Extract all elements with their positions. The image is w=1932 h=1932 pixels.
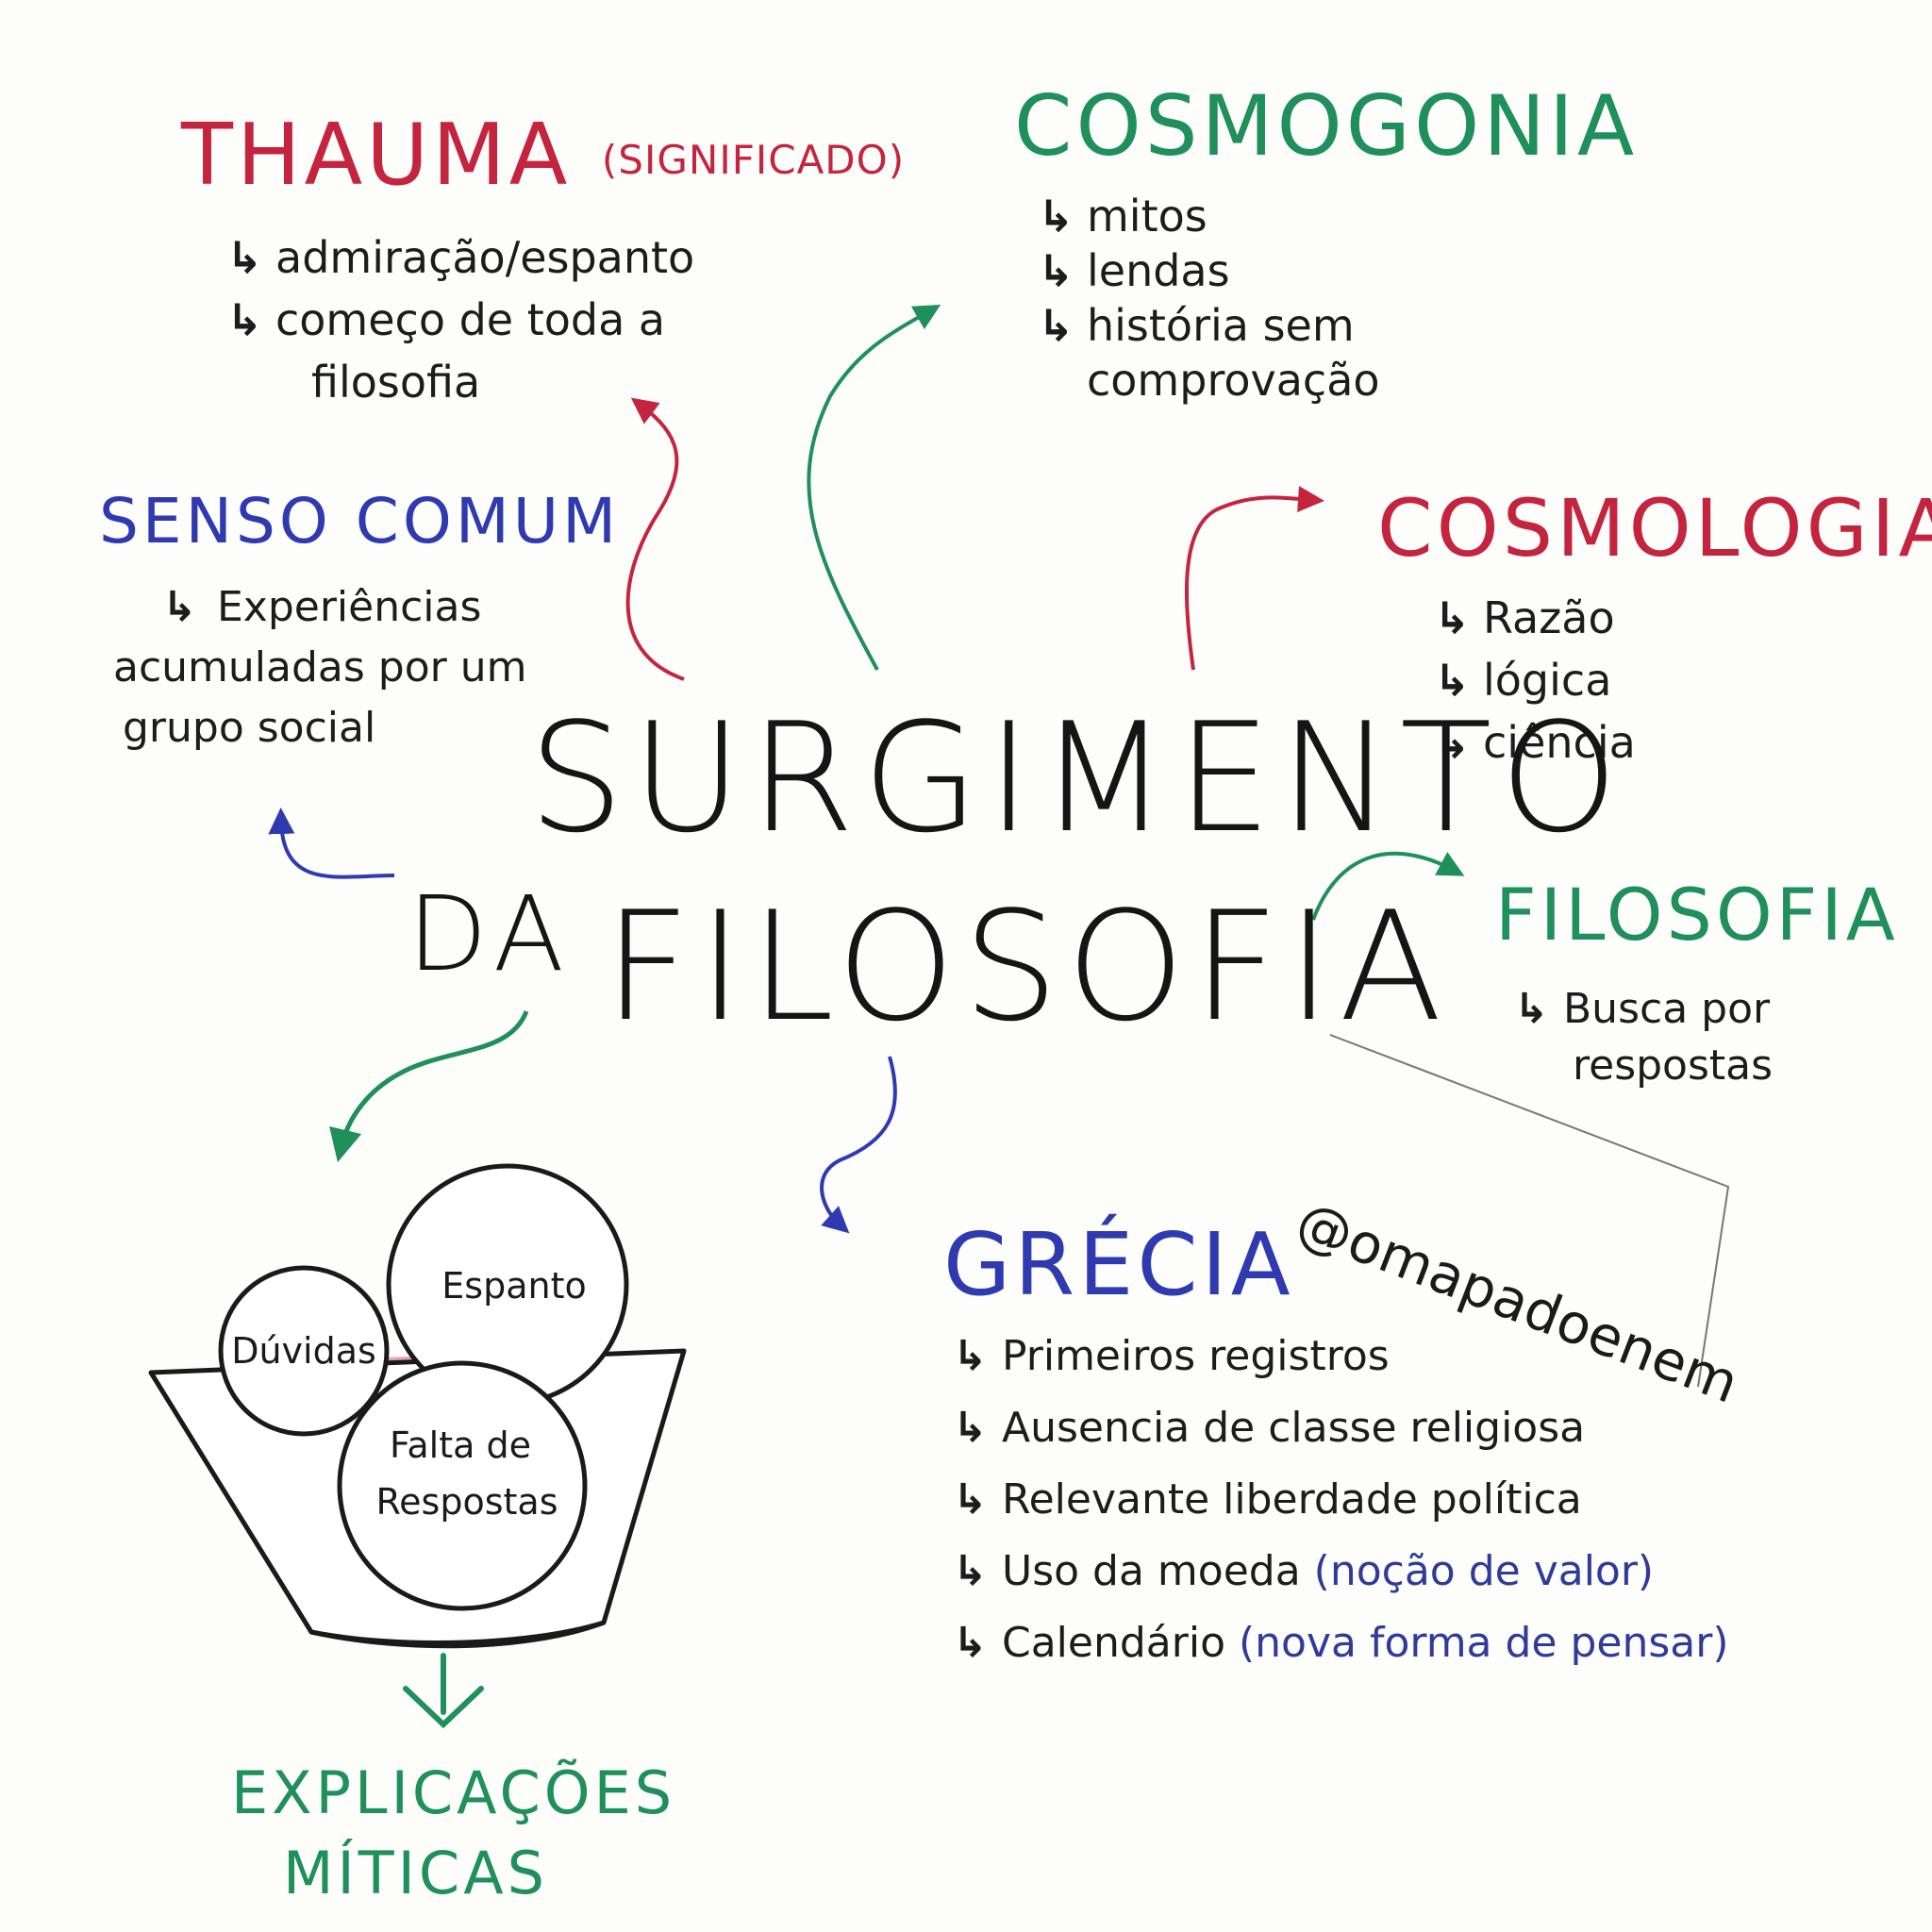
arrow-bullet-icon: ↳ bbox=[953, 1332, 988, 1380]
handle-underline bbox=[1329, 1034, 1730, 1388]
grecia-item-text: Calendário bbox=[1002, 1619, 1225, 1667]
senso-item: ↳ Experiências bbox=[113, 577, 526, 638]
arrow-bullet-icon: ↳ bbox=[1038, 300, 1074, 351]
senso-item-text: Experiências bbox=[217, 583, 482, 631]
grecia-item: ↳ Ausencia de classe religiosa bbox=[953, 1392, 1729, 1464]
arrow-to-grecia bbox=[820, 1056, 897, 1234]
cosmogonia-item-text: comprovação bbox=[1087, 355, 1380, 406]
thauma-item-text: começo de toda a bbox=[275, 294, 666, 345]
grecia-item-text: Ausencia de classe religiosa bbox=[1002, 1404, 1586, 1452]
circle-label-falta: Falta de bbox=[390, 1424, 531, 1466]
thauma-item: filosofia bbox=[226, 351, 694, 413]
thauma-item: ↳admiração/espanto bbox=[226, 226, 694, 289]
circle-label-espanto: Espanto bbox=[441, 1265, 586, 1307]
grecia-item-text: Primeiros registros bbox=[1002, 1332, 1390, 1380]
center-title-line1: SURGIMENTO bbox=[528, 690, 1626, 866]
explicacoes-line2: MÍTICAS bbox=[283, 1839, 548, 1907]
cosmologia-title: COSMOLOGIA bbox=[1377, 482, 1932, 575]
cosmologia-item-text: lógica bbox=[1483, 655, 1612, 706]
circle-label-respostas: Respostas bbox=[375, 1481, 558, 1523]
arrow-bullet-icon: ↳ bbox=[953, 1404, 988, 1452]
senso-comum-list: ↳ Experiências acumuladas por um grupo so… bbox=[113, 577, 526, 758]
cosmologia-item: ↳Razão bbox=[1434, 587, 1636, 649]
thauma-item-text: admiração/espanto bbox=[275, 232, 695, 283]
arrow-bullet-icon: ↳ bbox=[953, 1619, 988, 1667]
senso-item: grupo social bbox=[113, 698, 526, 758]
arrow-to-cosmologia bbox=[1185, 486, 1324, 671]
thauma-note: (SIGNIFICADO) bbox=[601, 137, 906, 184]
arrow-to-cosmogonia bbox=[807, 305, 941, 671]
filosofia-title: FILOSOFIA bbox=[1495, 873, 1899, 957]
grecia-item: ↳ Calendário (nova forma de pensar) bbox=[953, 1607, 1729, 1679]
cosmogonia-item-text: história sem bbox=[1087, 300, 1355, 351]
arrow-bullet-icon: ↳ bbox=[1514, 985, 1549, 1033]
filosofia-list: ↳ Busca por respostas bbox=[1514, 981, 1773, 1094]
arrow-to-thauma bbox=[625, 397, 685, 681]
center-title-line2: DA bbox=[408, 874, 573, 994]
thauma-title: THAUMA (SIGNIFICADO) bbox=[181, 113, 905, 198]
filosofia-item: ↳ Busca por bbox=[1514, 981, 1773, 1038]
senso-item-text: grupo social bbox=[123, 704, 376, 752]
arrow-bullet-icon: ↳ bbox=[1434, 655, 1471, 706]
cosmogonia-item: ↳ mitos bbox=[1038, 189, 1380, 243]
center-title-line3: FILOSOFIA bbox=[604, 878, 1450, 1055]
cosmologia-list: ↳Razão ↳lógica ↳ciência bbox=[1434, 587, 1636, 774]
arrow-bullet-icon: ↳ bbox=[953, 1547, 988, 1595]
cosmogonia-item: ↳ história sem bbox=[1038, 298, 1380, 353]
cosmogonia-item: ↳ lendas bbox=[1038, 243, 1380, 298]
arrow-bullet-icon: ↳ bbox=[1434, 592, 1471, 643]
grecia-list: ↳ Primeiros registros ↳ Ausencia de classe… bbox=[953, 1321, 1729, 1679]
arrow-to-bowl bbox=[329, 1010, 529, 1163]
cosmogonia-title: COSMOGONIA bbox=[1014, 77, 1639, 175]
filosofia-item-text: respostas bbox=[1573, 1041, 1774, 1090]
cosmologia-item-text: Razão bbox=[1483, 592, 1615, 643]
arrow-bullet-icon: ↳ bbox=[162, 583, 197, 631]
grecia-item: ↳ Relevante liberdade política bbox=[953, 1464, 1729, 1536]
arrow-bullet-icon: ↳ bbox=[226, 294, 263, 345]
arrow-to-senso-comum bbox=[268, 808, 395, 879]
grecia-item-note: (noção de valor) bbox=[1313, 1547, 1655, 1595]
arrow-bullet-icon: ↳ bbox=[1038, 245, 1074, 296]
grecia-item-text: Relevante liberdade política bbox=[1002, 1475, 1582, 1524]
grecia-title: GRÉCIA bbox=[943, 1214, 1294, 1315]
circle-label-duvidas: Dúvidas bbox=[231, 1330, 376, 1372]
thauma-item-text: filosofia bbox=[311, 357, 481, 408]
cosmologia-item: ↳ciência bbox=[1434, 711, 1636, 774]
cosmologia-item: ↳lógica bbox=[1434, 649, 1636, 711]
senso-comum-title: SENSO COMUM bbox=[99, 485, 621, 558]
thauma-item: ↳começo de toda a bbox=[226, 289, 694, 351]
filosofia-item-text: Busca por bbox=[1563, 985, 1771, 1033]
arrow-bullet-icon: ↳ bbox=[953, 1475, 988, 1524]
grecia-item: ↳ Uso da moeda (noção de valor) bbox=[953, 1536, 1729, 1607]
arrow-bullet-icon: ↳ bbox=[1038, 191, 1074, 242]
arrow-to-filosofia bbox=[1311, 851, 1465, 921]
grecia-item-text: Uso da moeda bbox=[1002, 1547, 1301, 1595]
cosmogonia-item: comprovação bbox=[1038, 353, 1380, 408]
grecia-item: ↳ Primeiros registros bbox=[953, 1321, 1729, 1392]
thauma-list: ↳admiração/espanto ↳começo de toda a fil… bbox=[226, 226, 694, 413]
circle-duvidas bbox=[218, 1265, 390, 1437]
arrow-bullet-icon: ↳ bbox=[226, 232, 263, 283]
senso-item-text: acumuladas por um bbox=[113, 643, 527, 691]
explicacoes-line1: EXPLICAÇÕES bbox=[231, 1758, 676, 1827]
cosmologia-item-text: ciência bbox=[1483, 717, 1636, 768]
circle-falta-respostas bbox=[337, 1360, 588, 1611]
cosmogonia-item-text: lendas bbox=[1087, 245, 1230, 296]
thauma-title-text: THAUMA bbox=[181, 106, 572, 205]
cosmogonia-item-text: mitos bbox=[1087, 191, 1208, 242]
senso-item: acumuladas por um bbox=[113, 638, 526, 698]
filosofia-item: respostas bbox=[1514, 1038, 1773, 1094]
grecia-item-note: (nova forma de pensar) bbox=[1239, 1619, 1729, 1667]
arrow-bullet-icon: ↳ bbox=[1434, 717, 1471, 768]
cosmogonia-list: ↳ mitos ↳ lendas ↳ história sem comprovação bbox=[1038, 189, 1380, 408]
arrow-to-explicacoes bbox=[403, 1653, 484, 1729]
